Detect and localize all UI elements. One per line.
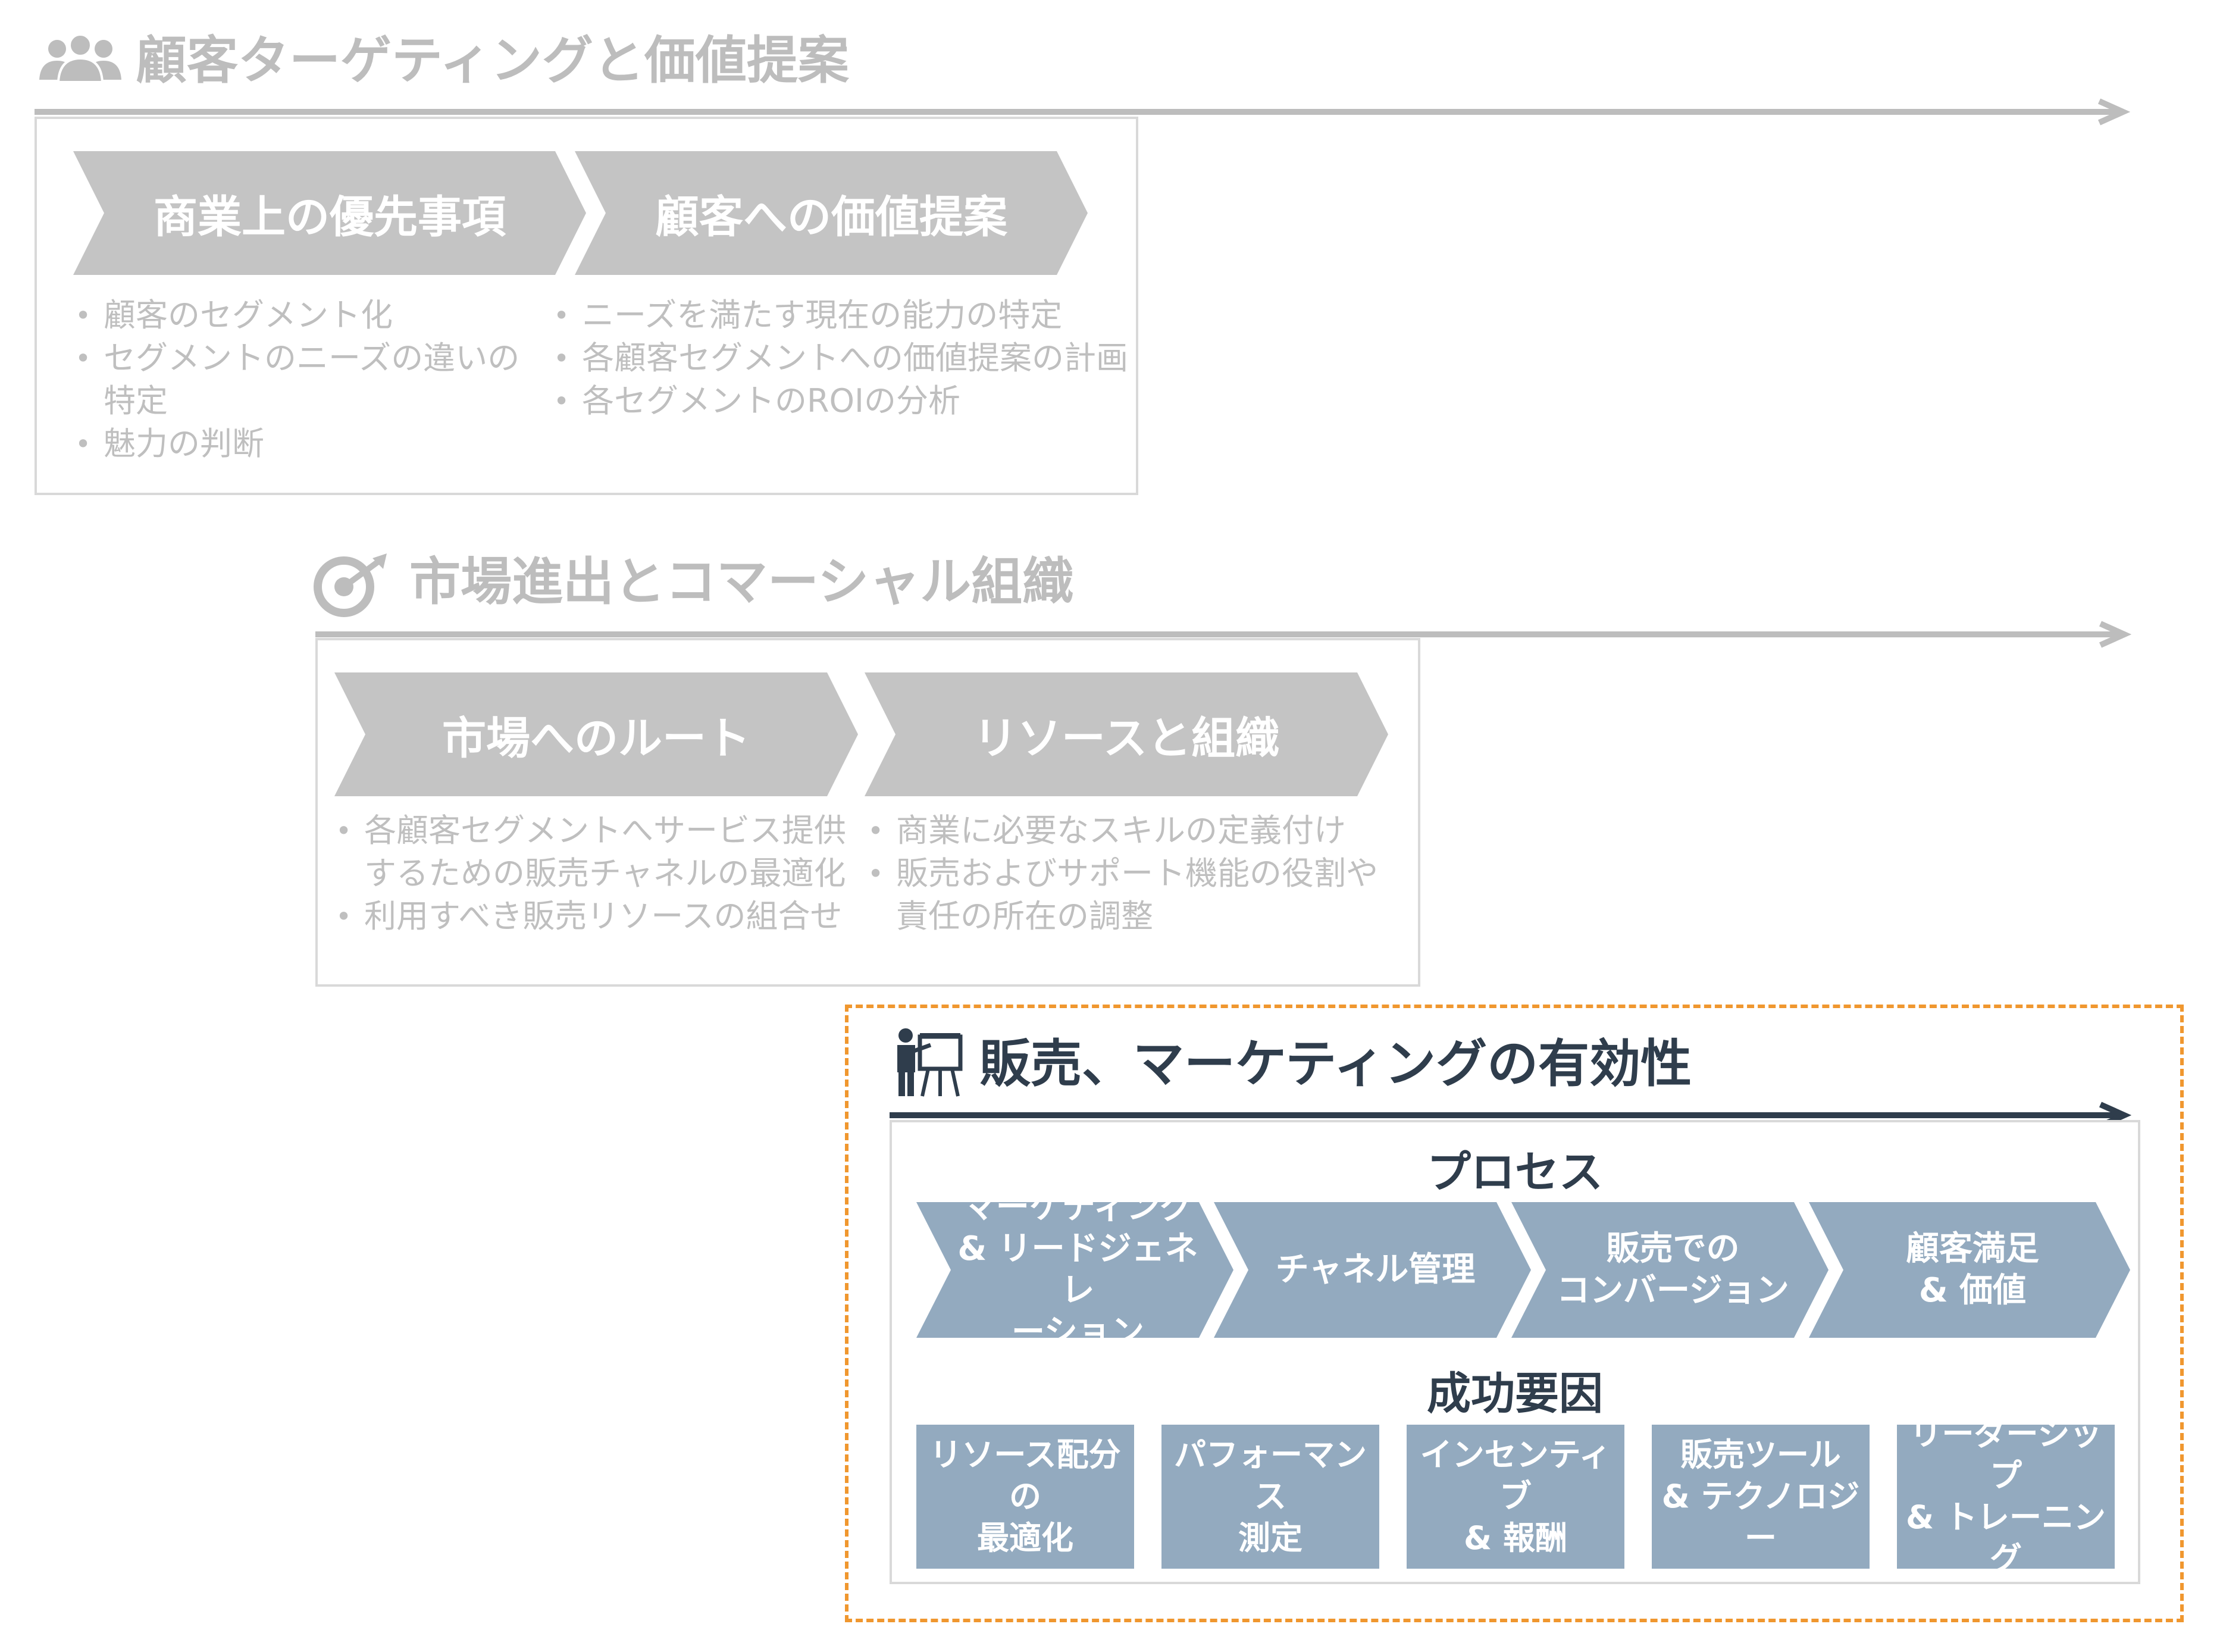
list-item: 販売およびサポート機能の役割や 責任の所在の調整 xyxy=(863,852,1398,938)
success-factor-sales-tools-technology: 販売ツール & テクノロジー xyxy=(1652,1425,1870,1569)
presenter-icon xyxy=(897,1028,963,1097)
list-item: 商業に必要なスキルの定義付け xyxy=(863,809,1398,852)
process-step-sales-conversion: 販売での コンバージョン xyxy=(1511,1202,1829,1338)
target-icon xyxy=(314,553,387,617)
list-item: 各顧客セグメントへサービス提供 するための販売チャネルの最適化 xyxy=(331,809,854,895)
process-step-label: マーケティング & リードジェネレ ーション xyxy=(957,1188,1198,1351)
list-item: 魅力の判断 xyxy=(70,423,546,465)
timeline-arrow xyxy=(315,621,2132,648)
success-factors-heading: 成功要因 xyxy=(1427,1368,1603,1419)
people-group-icon xyxy=(39,36,121,83)
process-step-label: チャネル管理 xyxy=(1275,1250,1476,1289)
section-title: 販売、マーケティングの有効性 xyxy=(979,1034,1692,1094)
list-item: 各セグメントのROIの分析 xyxy=(549,380,1132,423)
list-item: ニーズを満たす現在の能力の特定 xyxy=(549,294,1132,337)
process-step-channel-management: チャネル管理 xyxy=(1214,1202,1531,1338)
chevron-label: リソースと組織 xyxy=(973,712,1280,764)
process-step-marketing-lead-gen: マーケティング & リードジェネレ ーション xyxy=(916,1188,1233,1351)
timeline-arrow xyxy=(35,98,2131,126)
chevron-commercial-priorities: 商業上の優先事項 xyxy=(73,151,586,275)
success-factor-performance-measurement: パフォーマンス 測定 xyxy=(1161,1425,1379,1569)
chevron-customer-value-proposition: 顧客への価値提案 xyxy=(575,151,1088,275)
chevron-label: 顧客への価値提案 xyxy=(655,191,1007,243)
process-step-label: 販売での コンバージョン xyxy=(1557,1229,1789,1310)
process-heading: プロセス xyxy=(1427,1147,1603,1198)
chevron-route-to-market: 市場へのルート xyxy=(334,672,858,796)
success-factor-incentives-rewards: インセンティブ & 報酬 xyxy=(1407,1425,1624,1569)
process-step-label: 顧客満足 & 価値 xyxy=(1906,1229,2039,1310)
success-factor-leadership-training: リーダーシップ & トレーニング xyxy=(1897,1415,2115,1578)
list-item: 利用すべき販売リソースの組合せ xyxy=(331,895,854,938)
bullet-list: 各顧客セグメントへサービス提供 するための販売チャネルの最適化 利用すべき販売リ… xyxy=(331,809,854,938)
success-factor-resource-allocation: リソース配分の 最適化 xyxy=(916,1425,1134,1569)
bullet-list: 顧客のセグメント化 セグメントのニーズの違いの特定 魅力の判断 xyxy=(70,294,546,465)
bullet-list: 商業に必要なスキルの定義付け 販売およびサポート機能の役割や 責任の所在の調整 xyxy=(863,809,1398,938)
list-item: 各顧客セグメントへの価値提案の計画 xyxy=(549,337,1132,380)
process-step-customer-satisfaction: 顧客満足 & 価値 xyxy=(1809,1202,2130,1338)
list-item: セグメントのニーズの違いの特定 xyxy=(70,337,546,423)
bullet-list: ニーズを満たす現在の能力の特定 各顧客セグメントへの価値提案の計画 各セグメント… xyxy=(549,294,1132,423)
chevron-label: 商業上の優先事項 xyxy=(154,191,506,243)
section-title: 市場進出とコマーシャル組織 xyxy=(409,552,1074,612)
highlight-dashed-frame xyxy=(845,1005,2184,1622)
chevron-resources-organization: リソースと組織 xyxy=(865,672,1388,796)
section-title: 顧客ターゲティングと価値提案 xyxy=(136,31,849,90)
chevron-label: 市場へのルート xyxy=(442,712,750,764)
list-item: 顧客のセグメント化 xyxy=(70,294,546,337)
